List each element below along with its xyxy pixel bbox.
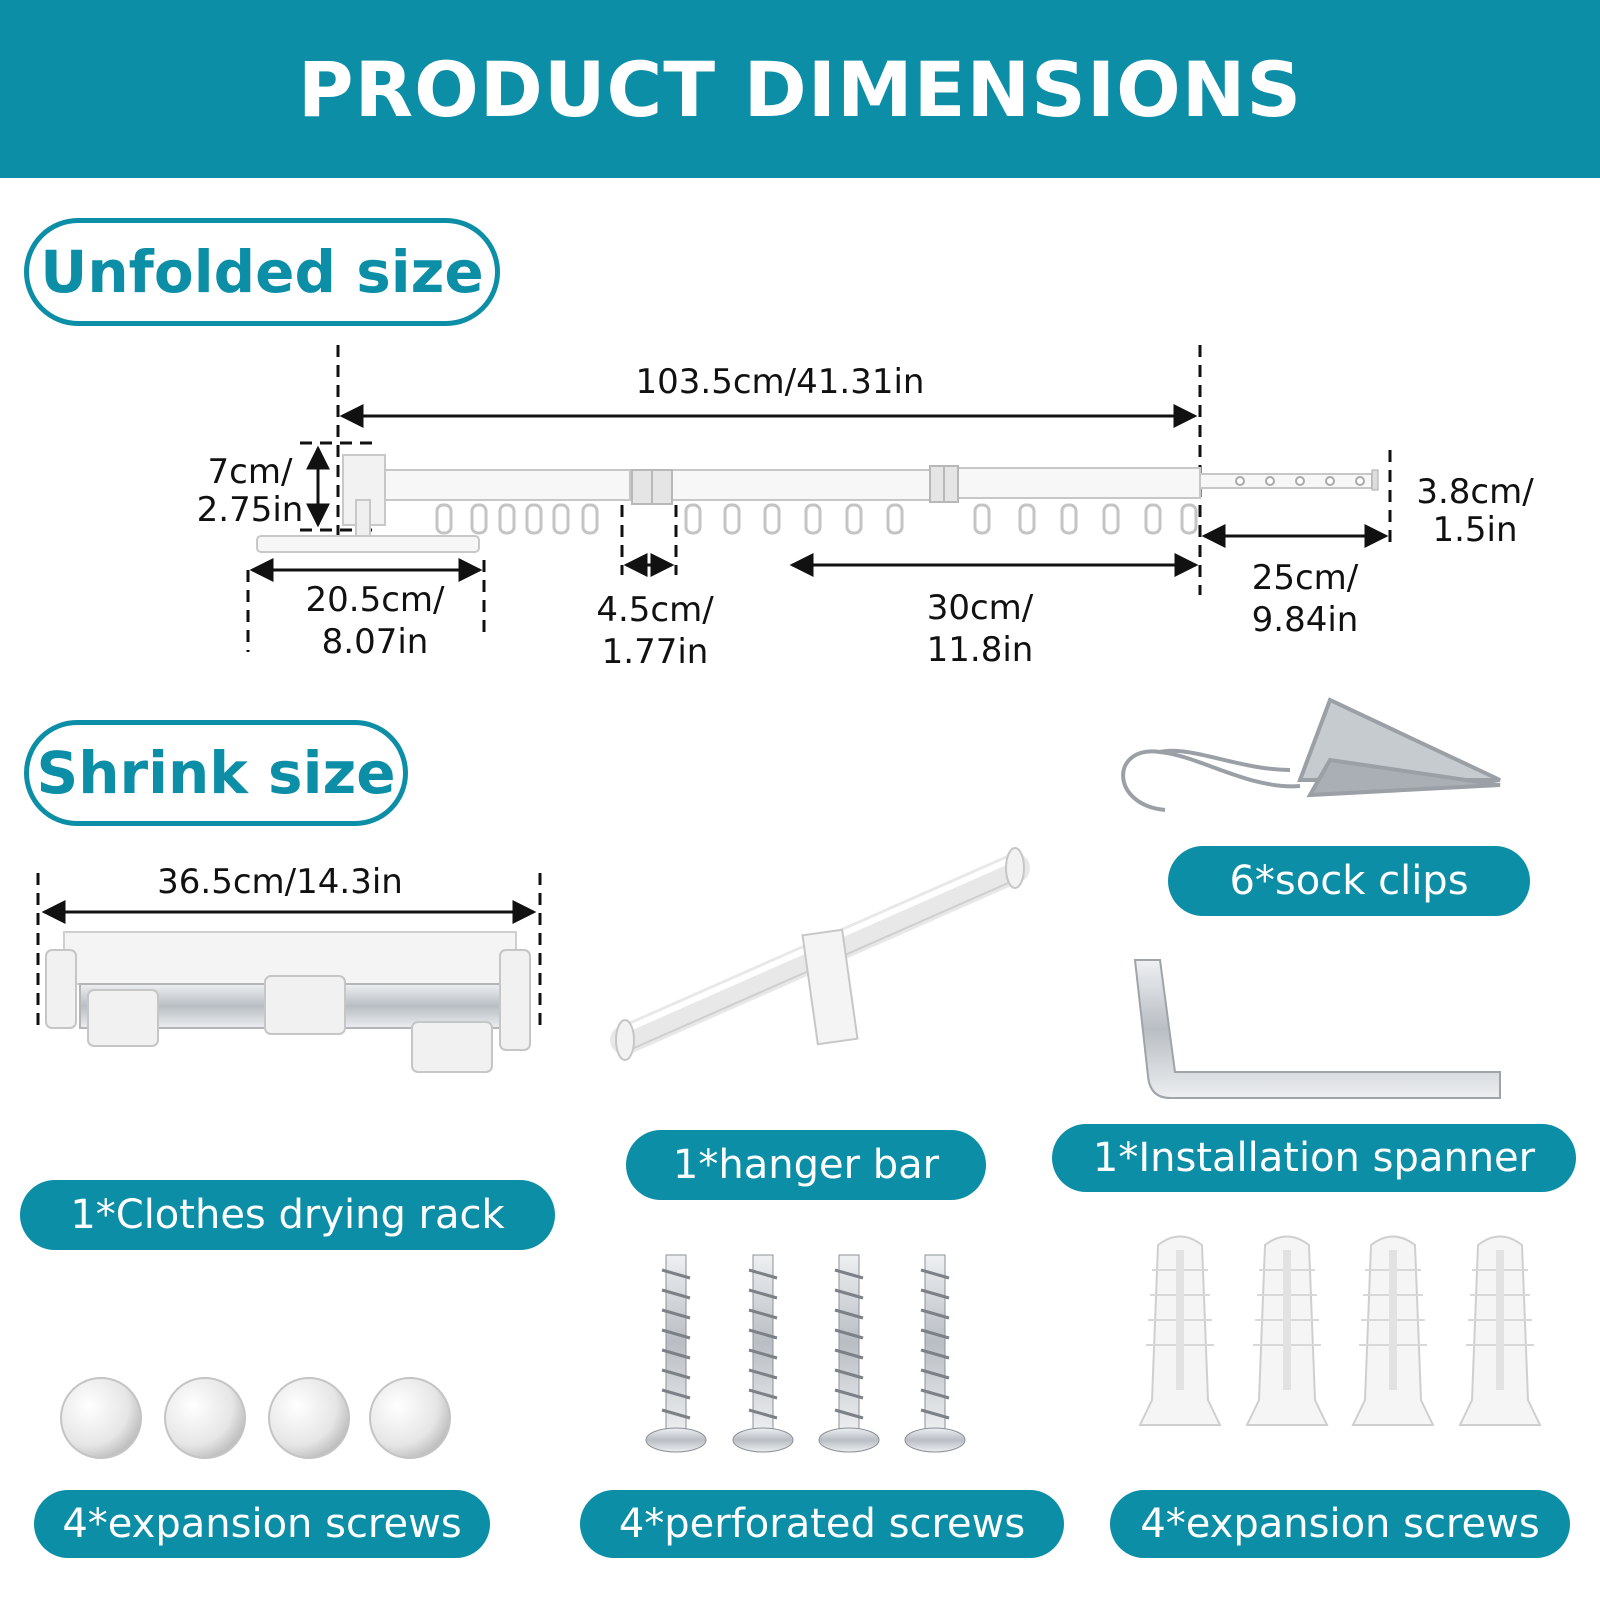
expansion-anchor-group [1138,1235,1542,1426]
header-banner: PRODUCT DIMENSIONS [0,0,1600,178]
joint-label-in: 1.77in [601,632,709,672]
end-length-label-in: 9.84in [1251,600,1359,640]
item-label-rack: 1*Clothes drying rack [20,1180,555,1250]
shrink-length-label: 36.5cm/14.3in [157,862,403,902]
item-label-hanger-bar: 1*hanger bar [626,1130,986,1200]
total-length-label: 103.5cm/41.31in [635,362,925,402]
segment-label-cm: 30cm/ [926,588,1034,628]
end-height-label-in: 1.5in [1432,510,1518,550]
page-title: PRODUCT DIMENSIONS [297,44,1303,134]
item-label-expansion-caps: 4*expansion screws [34,1490,490,1558]
item-label-spanner: 1*Installation spanner [1052,1124,1576,1192]
bar-length-label-cm: 20.5cm/ [305,580,445,620]
end-height-label-cm: 3.8cm/ [1416,472,1534,512]
joint-label-cm: 4.5cm/ [596,590,714,630]
item-label-perforated-screws: 4*perforated screws [580,1490,1064,1558]
segment-label-in: 11.8in [926,630,1034,670]
shrink-size-heading: Shrink size [24,720,408,826]
allen-key-illustration [1133,959,1501,1099]
end-length-label-cm: 25cm/ [1251,558,1359,598]
bar-length-label-in: 8.07in [321,622,429,662]
item-label-expansion-anchors: 4*expansion screws [1110,1490,1570,1558]
expansion-cap-group [60,1377,451,1459]
hanger-bar-illustration [610,847,1030,1061]
item-label-sock-clips: 6*sock clips [1168,846,1530,916]
sock-clip-illustration [1121,697,1501,812]
perforated-screw-group [645,1254,966,1453]
unfolded-rack-diagram [246,345,1392,652]
unfolded-size-heading: Unfolded size [24,218,500,326]
height-label-in: 2.75in [196,490,304,530]
shrink-rack-diagram [36,873,542,1073]
height-label-cm: 7cm/ [207,452,293,492]
